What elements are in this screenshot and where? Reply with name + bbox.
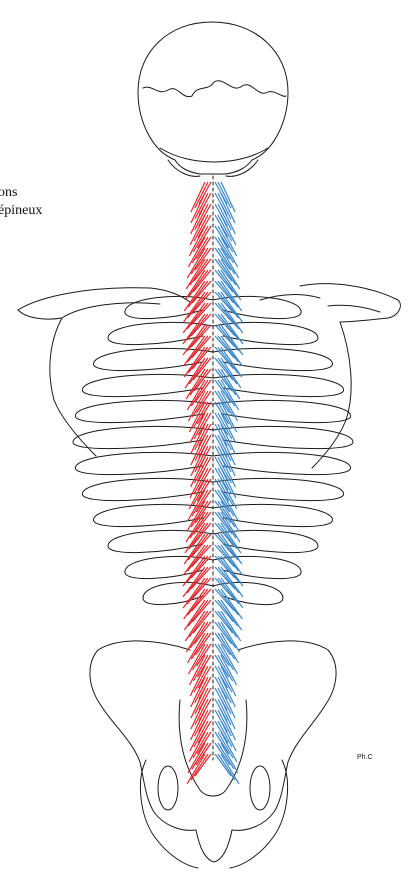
rib — [213, 556, 301, 578]
muscle-fascicle — [195, 457, 208, 483]
rib — [213, 452, 351, 474]
scapula-icon — [18, 284, 400, 468]
muscle-fascicle — [218, 204, 231, 230]
muscle-fascicle — [218, 666, 232, 692]
muscle-fascicle — [195, 182, 208, 208]
muscle-fascicle — [195, 677, 208, 703]
rib — [108, 322, 213, 344]
muscle-fascicle — [218, 699, 231, 725]
muscle-fascicle — [218, 193, 231, 219]
muscle-fascicle — [218, 688, 231, 714]
caption-line-1: ons — [0, 183, 17, 202]
muscle-fascicle — [195, 699, 208, 725]
muscle-fascicle — [218, 182, 231, 208]
muscle-fascicle — [218, 446, 231, 472]
ribcage-icon — [73, 296, 353, 604]
muscle-fascicle — [195, 204, 208, 230]
artist-signature: Ph.C — [357, 754, 373, 761]
skull-icon — [138, 22, 288, 176]
caption-line-2: épineux — [0, 201, 42, 220]
muscle-fascicle — [194, 666, 208, 692]
rib — [73, 426, 213, 448]
muscle-fascicle — [195, 435, 208, 461]
muscle-fascicle — [218, 457, 231, 483]
right-rotator-muscles — [215, 182, 243, 784]
rib — [213, 322, 318, 344]
left-rotator-muscles — [183, 182, 211, 784]
muscle-fascicle — [195, 193, 208, 219]
muscle-fascicle — [195, 446, 208, 472]
muscle-fascicle — [218, 677, 231, 703]
muscle-fascicle — [218, 435, 231, 461]
rib — [125, 556, 213, 578]
muscle-fascicle — [195, 688, 208, 714]
